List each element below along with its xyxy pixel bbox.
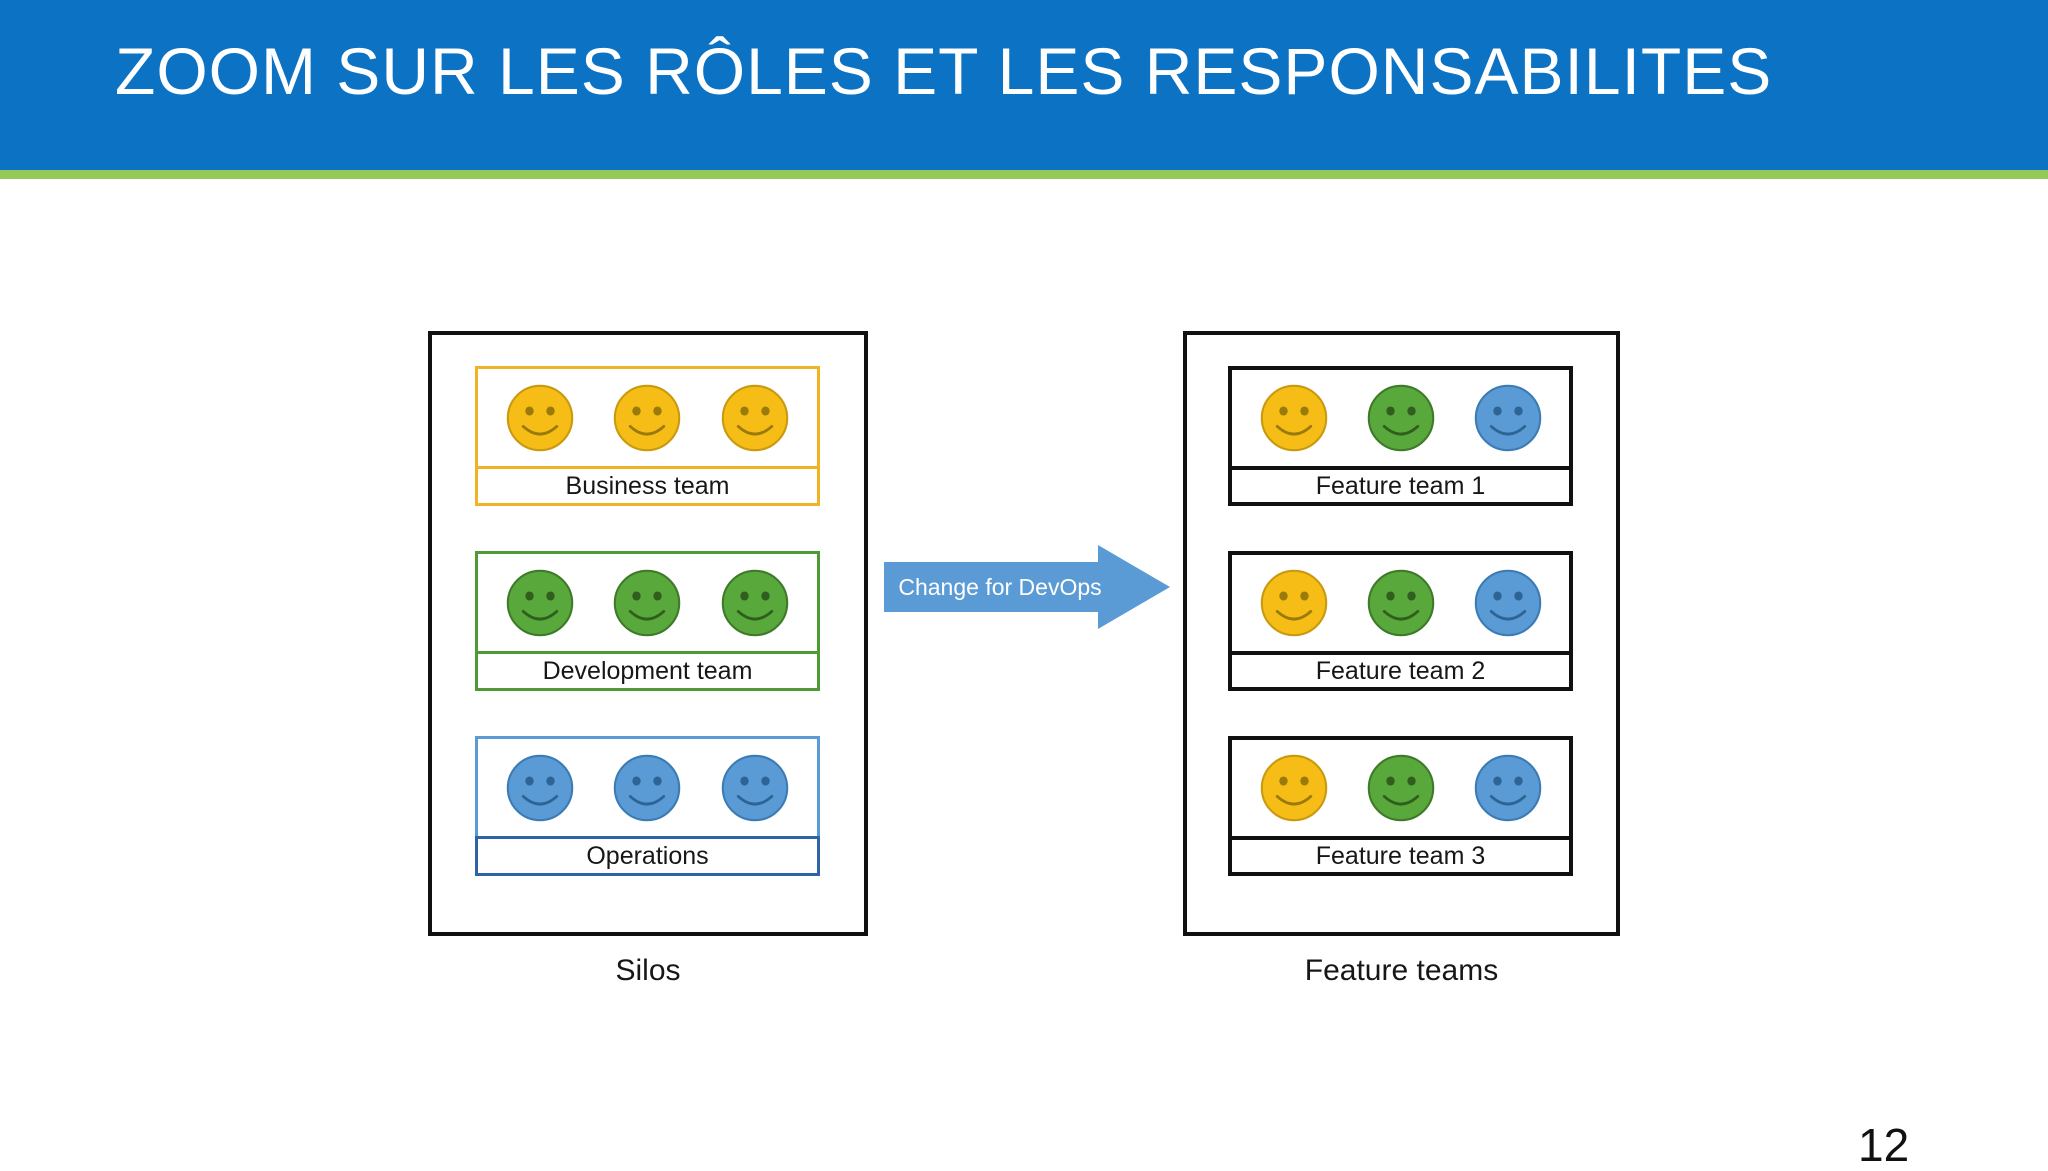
smiley-face-icon: [614, 384, 681, 451]
slide-header-accent-rule: [0, 170, 2048, 179]
team-members-row: [1228, 551, 1573, 651]
smiley-face-icon: [721, 754, 789, 821]
team-label: Feature team 2: [1228, 651, 1573, 691]
team-members-row: [475, 366, 820, 466]
smiley-face-icon: [614, 569, 681, 636]
team-members-row: [475, 551, 820, 651]
silos-panel-caption: Silos: [615, 954, 681, 987]
smiley-face-icon: [506, 569, 574, 636]
smiley-face-icon: [1260, 384, 1327, 452]
smiley-face-icon: [721, 569, 789, 636]
arrow-right-icon: [884, 545, 1170, 629]
change-for-devops-arrow: Change for DevOps: [884, 545, 1170, 629]
page-number: 12: [1858, 1119, 1910, 1171]
smiley-face-icon: [1367, 754, 1434, 822]
smiley-face-icon: [1474, 569, 1541, 637]
team-members-row: [475, 736, 820, 836]
team-members-row: [1228, 736, 1573, 836]
smiley-face-icon: [506, 754, 574, 821]
team-group-card[interactable]: Feature team 1: [1228, 366, 1573, 506]
team-label: Operations: [475, 836, 820, 876]
team-label: Feature team 1: [1228, 466, 1573, 506]
team-members-row: [1228, 366, 1573, 466]
smiley-face-icon: [1367, 569, 1434, 637]
team-label: Feature team 3: [1228, 836, 1573, 876]
team-label: Development team: [475, 651, 820, 691]
smiley-face-icon: [506, 384, 574, 451]
smiley-face-icon: [721, 384, 789, 451]
smiley-face-icon: [1474, 754, 1541, 822]
diagram-canvas: Silos Change for DevOps Feature teams Bu…: [0, 179, 2048, 1152]
smiley-face-icon: [1367, 384, 1434, 452]
page-title: ZOOM SUR LES RÔLES ET LES RESPONSABILITE…: [115, 34, 1773, 108]
team-group-card[interactable]: Development team: [475, 551, 820, 691]
team-group-card[interactable]: Operations: [475, 736, 820, 876]
team-label: Business team: [475, 466, 820, 506]
smiley-face-icon: [1260, 754, 1327, 822]
smiley-face-icon: [614, 754, 681, 821]
smiley-face-icon: [1260, 569, 1327, 637]
smiley-face-icon: [1474, 384, 1541, 452]
team-group-card[interactable]: Business team: [475, 366, 820, 506]
slide-header-band: [0, 0, 2048, 170]
feature-teams-panel-caption: Feature teams: [1304, 954, 1499, 987]
team-group-card[interactable]: Feature team 2: [1228, 551, 1573, 691]
team-group-card[interactable]: Feature team 3: [1228, 736, 1573, 876]
